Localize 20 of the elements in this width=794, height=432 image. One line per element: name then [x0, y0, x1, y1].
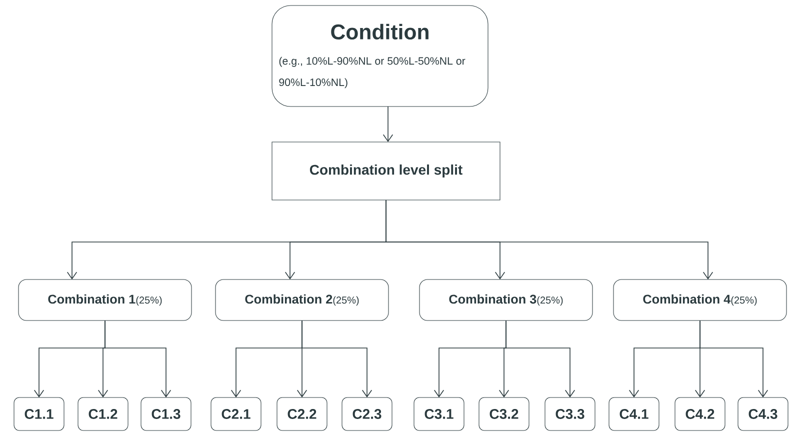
- leaf-box: C3.1: [414, 397, 464, 431]
- arrow: [382, 106, 394, 142]
- arrow: [386, 200, 714, 280]
- leaf-box: C1.1: [14, 397, 64, 431]
- arrow: [700, 320, 768, 398]
- leaf-box: C4.3: [738, 397, 788, 431]
- leaf-box: C2.3: [342, 397, 392, 431]
- leaf-box: C1.2: [78, 397, 128, 431]
- leaf-box: C4.2: [674, 397, 726, 431]
- condition-box: Condition (e.g., 10%L-90%NL or 50%L-50%NL or 90%L-10%NL): [272, 5, 488, 107]
- leaf-box: C2.1: [210, 397, 262, 431]
- arrow: [506, 320, 576, 398]
- leaf-box: C3.3: [544, 397, 596, 431]
- arrow: [104, 320, 172, 398]
- leaf-box: C1.3: [140, 397, 192, 431]
- leaf-box: C2.2: [276, 397, 328, 431]
- process-box: Combination level split: [272, 142, 500, 200]
- leaf-box: C3.2: [478, 397, 530, 431]
- leaf-box: C4.1: [608, 397, 660, 431]
- arrow: [302, 320, 372, 398]
